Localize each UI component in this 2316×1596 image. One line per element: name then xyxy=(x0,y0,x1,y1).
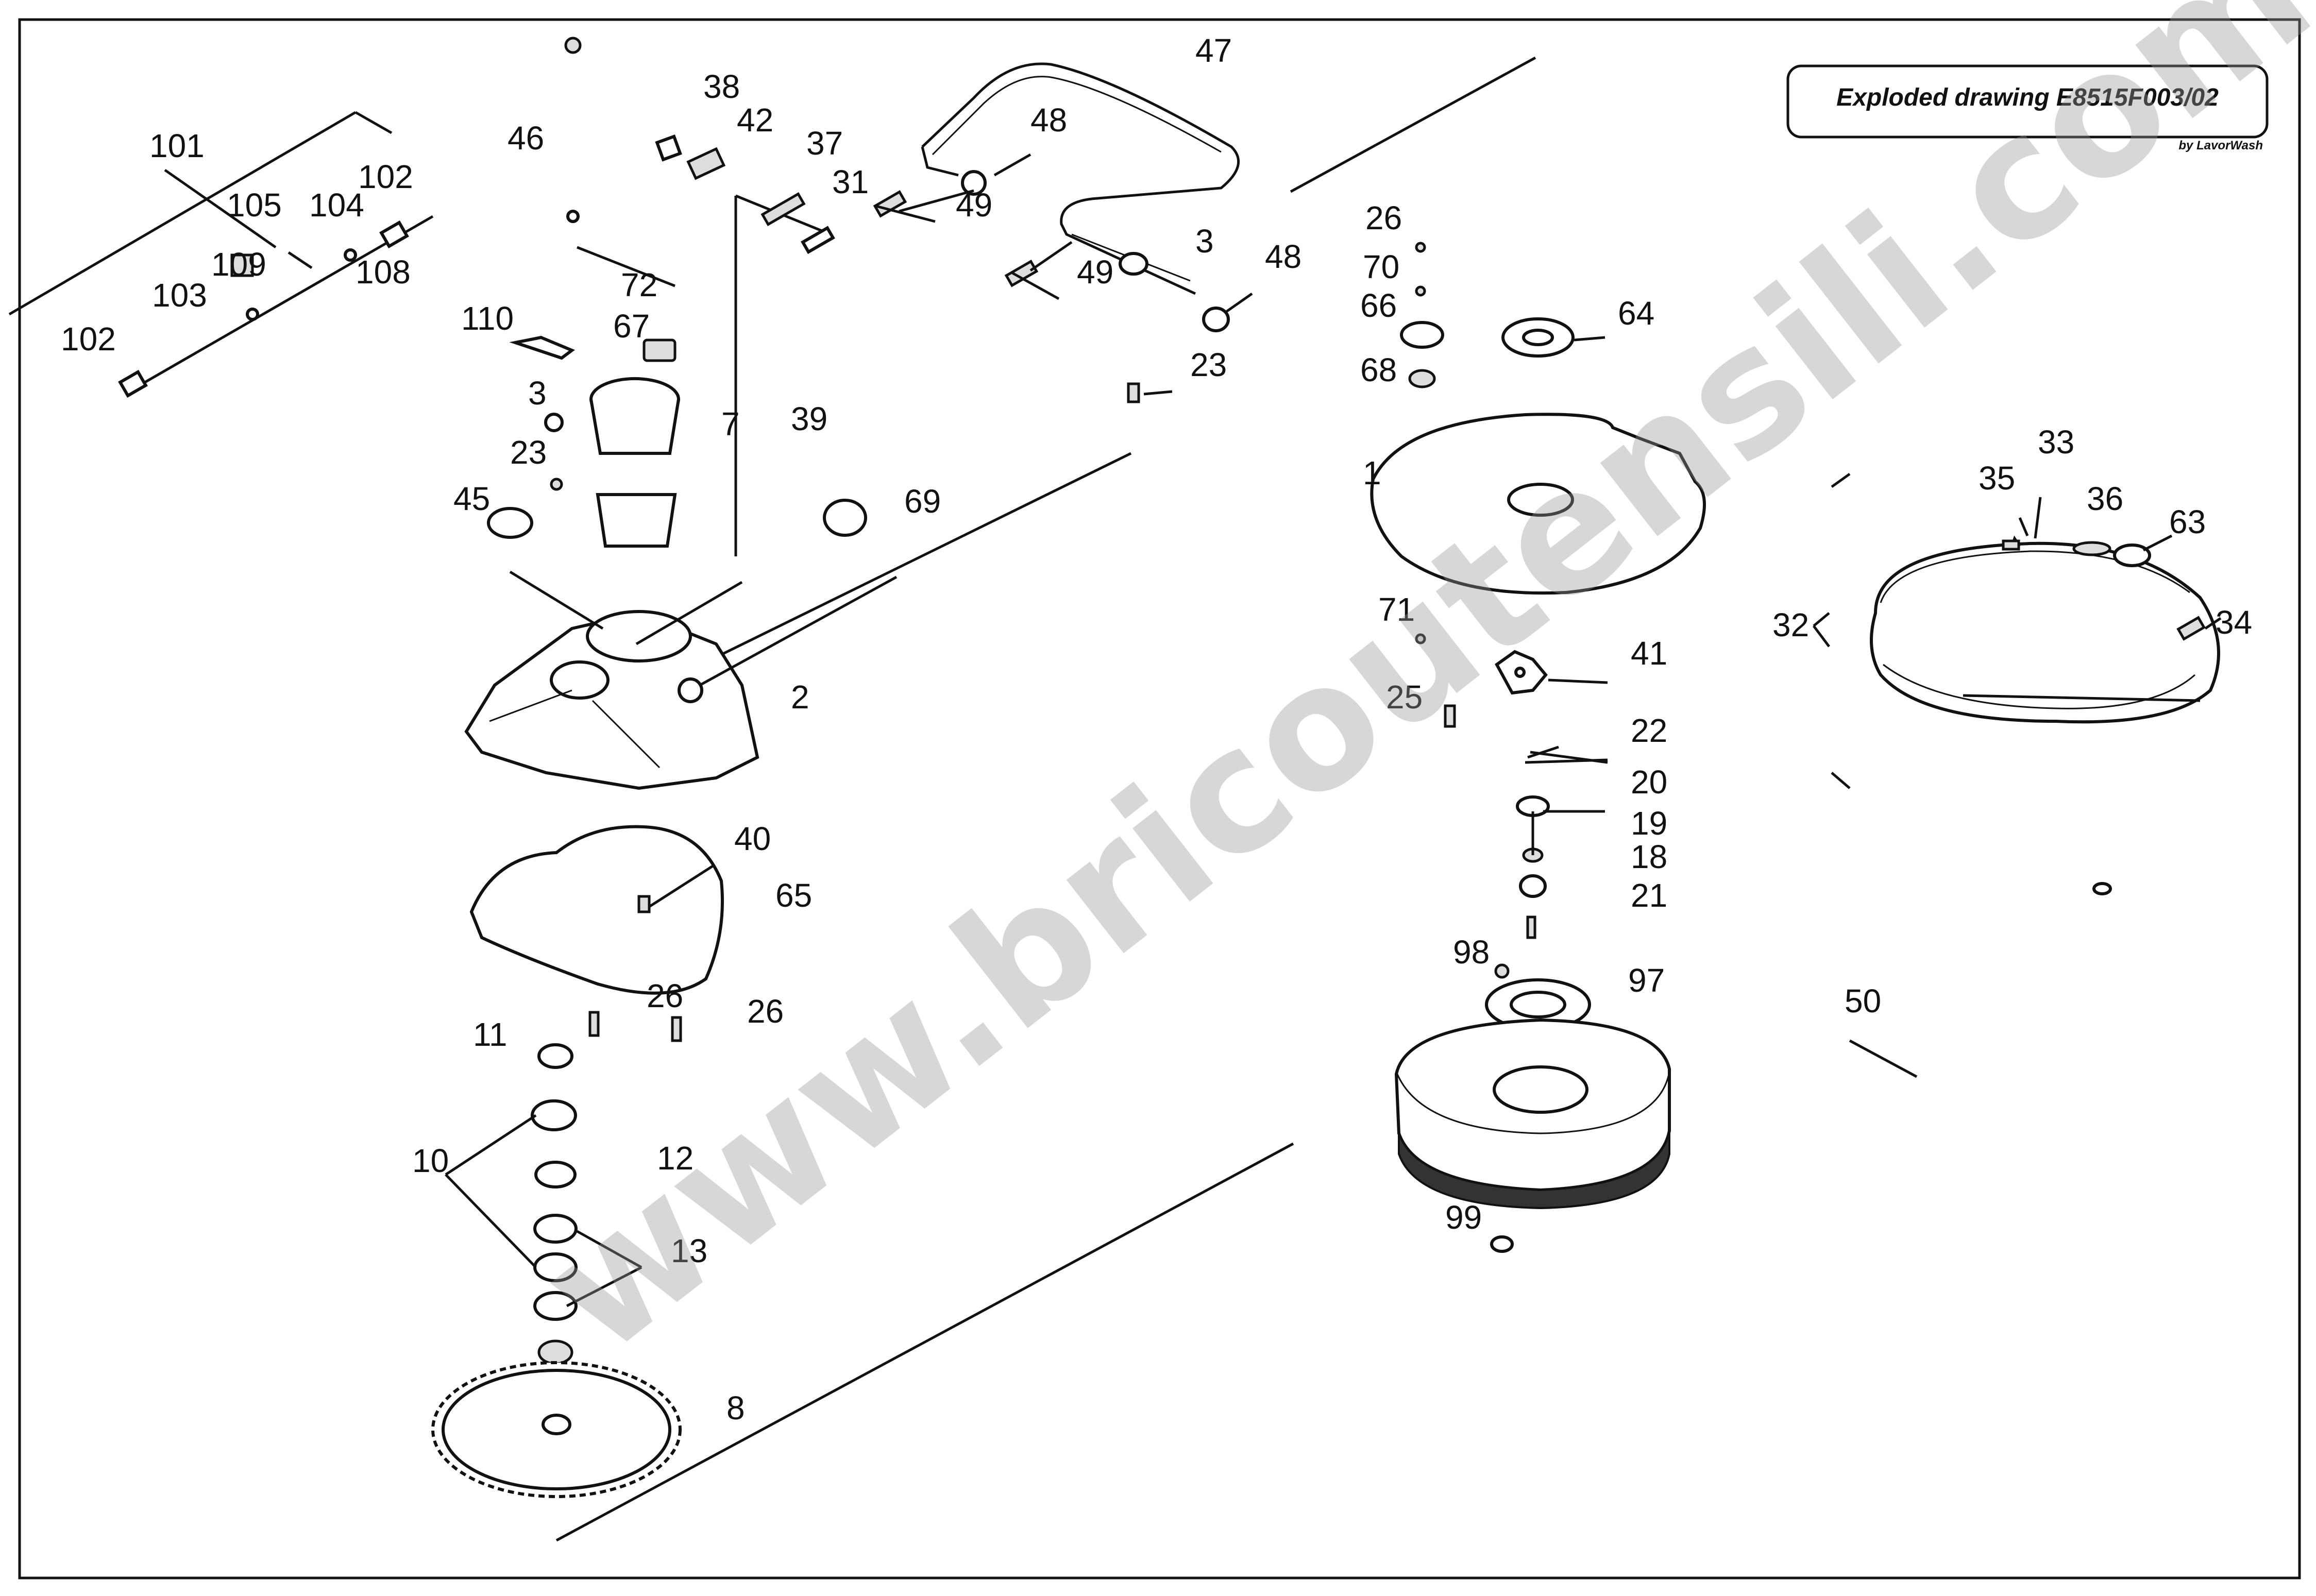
callout-64: 64 xyxy=(1618,295,1654,332)
callout-23: 23 xyxy=(1190,346,1227,383)
callout-50: 50 xyxy=(1845,982,1881,1020)
callout-70: 70 xyxy=(1363,248,1399,285)
callout-labels: 101 105 104 102 109 108 103 102 46 38 42… xyxy=(61,32,2252,1427)
callout-18: 18 xyxy=(1631,838,1667,875)
callout-108: 108 xyxy=(356,253,411,291)
callout-102-lower: 102 xyxy=(61,320,116,358)
callout-10: 10 xyxy=(412,1142,449,1179)
callout-11: 11 xyxy=(473,1016,507,1053)
callout-40: 40 xyxy=(734,820,771,857)
callout-63: 63 xyxy=(2169,503,2206,540)
callout-109: 109 xyxy=(211,246,266,283)
callout-39: 39 xyxy=(791,400,827,437)
drawing-frame xyxy=(18,18,2301,1580)
drawing-title: Exploded drawing E8515F003/02 xyxy=(1836,84,2219,111)
callout-26-b: 26 xyxy=(747,993,784,1030)
callout-35: 35 xyxy=(1979,460,2015,497)
bumper-ring-assembly xyxy=(1813,472,2222,789)
callout-38: 38 xyxy=(703,68,740,105)
callout-48: 48 xyxy=(1030,101,1067,139)
title-box: Exploded drawing E8515F003/02 by LavorWa… xyxy=(1786,64,2269,152)
callout-67: 67 xyxy=(613,308,650,345)
hose xyxy=(1745,882,2112,1248)
callout-2: 2 xyxy=(791,678,809,716)
callout-69: 69 xyxy=(904,483,941,520)
callout-3: 3 xyxy=(1195,223,1214,260)
callout-22: 22 xyxy=(1631,712,1667,749)
callout-47: 47 xyxy=(1195,32,1232,69)
callout-12: 12 xyxy=(657,1140,694,1177)
callout-101: 101 xyxy=(149,127,205,164)
guide-lines xyxy=(8,56,1536,1542)
callout-33: 33 xyxy=(2038,423,2074,461)
callout-20: 20 xyxy=(1631,763,1667,801)
motor-cover-assembly xyxy=(431,37,898,1498)
callout-110: 110 xyxy=(461,300,514,337)
callout-25: 25 xyxy=(1386,678,1423,716)
callout-49: 49 xyxy=(956,186,992,224)
lever-assembly xyxy=(118,168,434,398)
callout-23-left: 23 xyxy=(510,434,547,471)
callout-41: 41 xyxy=(1631,635,1667,672)
handle-tube-assembly xyxy=(873,62,1253,403)
callout-13: 13 xyxy=(671,1232,707,1269)
callout-8: 8 xyxy=(726,1389,745,1427)
callout-45: 45 xyxy=(453,480,490,517)
callout-26-right: 26 xyxy=(1365,199,1402,236)
callout-46: 46 xyxy=(508,120,544,157)
drawing-credit: by LavorWash xyxy=(2178,139,2263,152)
callout-1: 1 xyxy=(1363,454,1381,491)
callout-98: 98 xyxy=(1453,933,1490,971)
callout-71: 71 xyxy=(1378,591,1415,628)
callout-37: 37 xyxy=(806,125,843,162)
callout-26: 26 xyxy=(647,977,683,1014)
callout-72: 72 xyxy=(621,266,657,303)
callout-49-lower: 49 xyxy=(1077,253,1113,291)
callout-66: 66 xyxy=(1360,287,1397,324)
callout-104: 104 xyxy=(309,186,364,224)
callout-68: 68 xyxy=(1360,351,1397,388)
callout-7: 7 xyxy=(721,405,740,443)
callout-48-lower: 48 xyxy=(1265,238,1301,275)
callout-105: 105 xyxy=(227,186,282,224)
callout-103: 103 xyxy=(152,277,207,314)
callout-99: 99 xyxy=(1445,1199,1482,1236)
callout-65: 65 xyxy=(775,877,812,914)
callout-36: 36 xyxy=(2087,480,2123,517)
callout-42: 42 xyxy=(737,101,773,139)
brush-plate-assembly xyxy=(1370,242,1706,1253)
callout-19: 19 xyxy=(1631,805,1667,842)
callout-34: 34 xyxy=(2216,604,2252,641)
callout-31: 31 xyxy=(832,163,869,200)
callout-3-left: 3 xyxy=(528,375,547,412)
callout-102: 102 xyxy=(358,158,413,195)
callout-21: 21 xyxy=(1631,877,1667,914)
callout-97: 97 xyxy=(1628,962,1665,999)
callout-32: 32 xyxy=(1772,606,1809,643)
